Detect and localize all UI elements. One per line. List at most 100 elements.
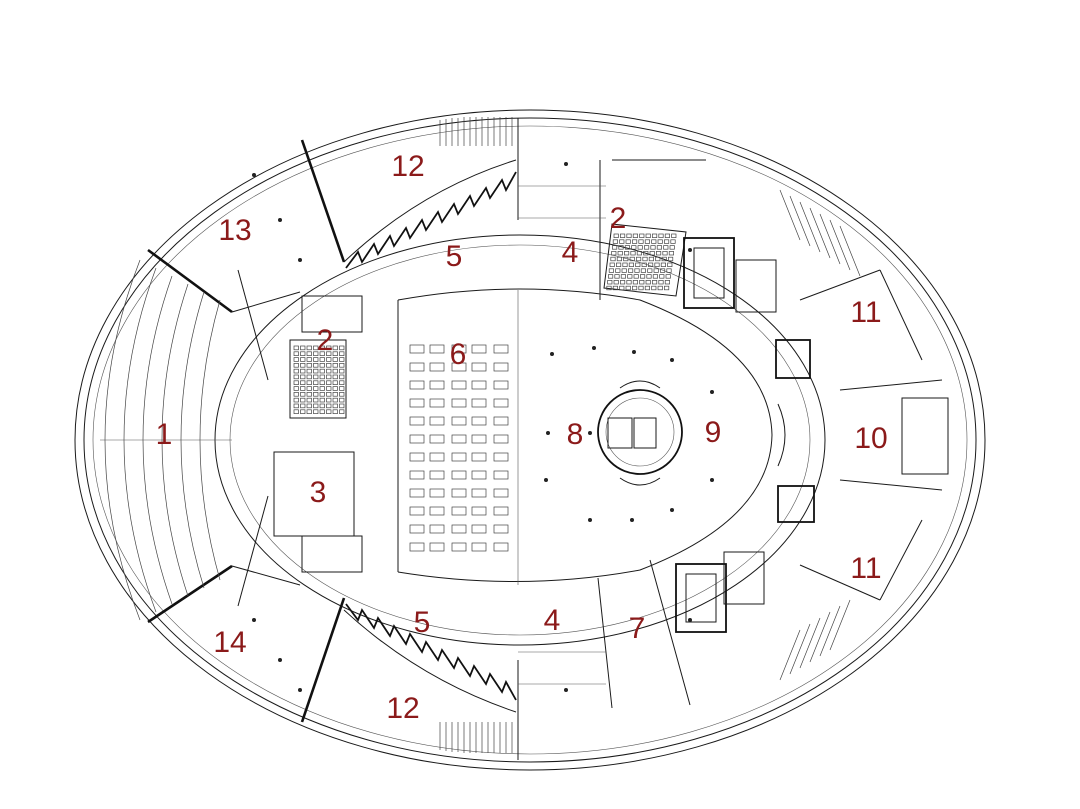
ramp-top: [343, 159, 517, 269]
seat: [306, 374, 312, 380]
seat: [660, 268, 666, 273]
table: [429, 506, 445, 516]
seat: [618, 245, 624, 250]
seat: [319, 345, 325, 351]
seat: [326, 409, 332, 414]
seat: [326, 351, 332, 356]
seat: [636, 251, 642, 256]
seat: [630, 251, 636, 256]
table: [493, 362, 509, 372]
seat: [300, 397, 306, 403]
seat: [647, 268, 653, 273]
seat: [645, 280, 651, 285]
seat: [649, 251, 655, 256]
seat: [332, 368, 338, 374]
column: [278, 658, 282, 662]
bleachers-top: [439, 117, 513, 146]
seat: [313, 380, 319, 385]
seat: [619, 285, 625, 291]
seat: [300, 409, 306, 414]
partitions-room-4: [518, 185, 606, 685]
seat: [326, 368, 332, 374]
bleachers-right: [779, 189, 861, 681]
seat: [293, 397, 299, 403]
seat: [332, 397, 338, 403]
table: [451, 416, 467, 426]
room-label-4-bottom: 4: [544, 604, 561, 637]
seat: [624, 251, 630, 256]
table: [471, 362, 487, 372]
seat: [632, 280, 638, 285]
seat: [306, 345, 312, 351]
seat: [332, 392, 338, 397]
table: [429, 488, 445, 498]
column: [546, 431, 550, 435]
table: [471, 344, 487, 354]
seat: [319, 368, 325, 374]
seat: [300, 392, 306, 397]
seat: [313, 374, 319, 380]
service-core-top: [683, 237, 811, 379]
table: [409, 488, 425, 498]
seat: [632, 239, 638, 244]
seat: [319, 351, 325, 356]
seat: [651, 285, 657, 291]
seat: [608, 274, 614, 279]
seat: [664, 233, 670, 238]
seat: [657, 285, 663, 291]
seat: [643, 251, 649, 256]
seat: [637, 245, 643, 250]
seat: [326, 374, 332, 380]
radial-walls: [147, 118, 943, 760]
column: [630, 518, 634, 522]
seat: [293, 409, 299, 414]
seat: [611, 251, 617, 256]
seat: [640, 268, 646, 273]
seat: [644, 285, 650, 291]
seat: [657, 239, 663, 244]
column: [278, 218, 282, 222]
table: [409, 398, 425, 408]
seat: [293, 351, 299, 356]
seat: [332, 386, 338, 391]
seat: [650, 245, 656, 250]
column: [588, 431, 592, 435]
table: [429, 380, 445, 390]
seat: [635, 262, 641, 267]
table: [451, 470, 467, 480]
room-label-12-bottom: 12: [386, 692, 419, 725]
seat: [614, 274, 620, 279]
seat: [339, 409, 345, 414]
seat: [646, 274, 652, 279]
column: [544, 478, 548, 482]
column: [688, 248, 692, 252]
seat: [642, 256, 648, 262]
seat: [671, 233, 677, 238]
seat: [332, 363, 338, 368]
room-label-2-left: 2: [317, 324, 334, 357]
table: [493, 506, 509, 516]
table: [409, 542, 425, 552]
seat: [306, 368, 312, 374]
seat: [654, 262, 660, 267]
seat: [326, 397, 332, 403]
column: [564, 688, 568, 692]
seat: [300, 345, 306, 351]
seat: [319, 374, 325, 380]
seat: [326, 380, 332, 385]
table: [471, 380, 487, 390]
tables-room-6: [409, 344, 509, 552]
room-label-1: 1: [156, 418, 173, 451]
seat: [300, 363, 306, 368]
table: [451, 344, 467, 354]
seat: [628, 262, 634, 267]
seat: [319, 403, 325, 409]
table: [471, 416, 487, 426]
seat: [339, 374, 345, 380]
seat: [631, 245, 637, 250]
table: [493, 416, 509, 426]
seat: [293, 386, 299, 391]
seat: [313, 357, 319, 362]
room-label-13: 13: [218, 214, 251, 247]
seat: [313, 345, 319, 351]
